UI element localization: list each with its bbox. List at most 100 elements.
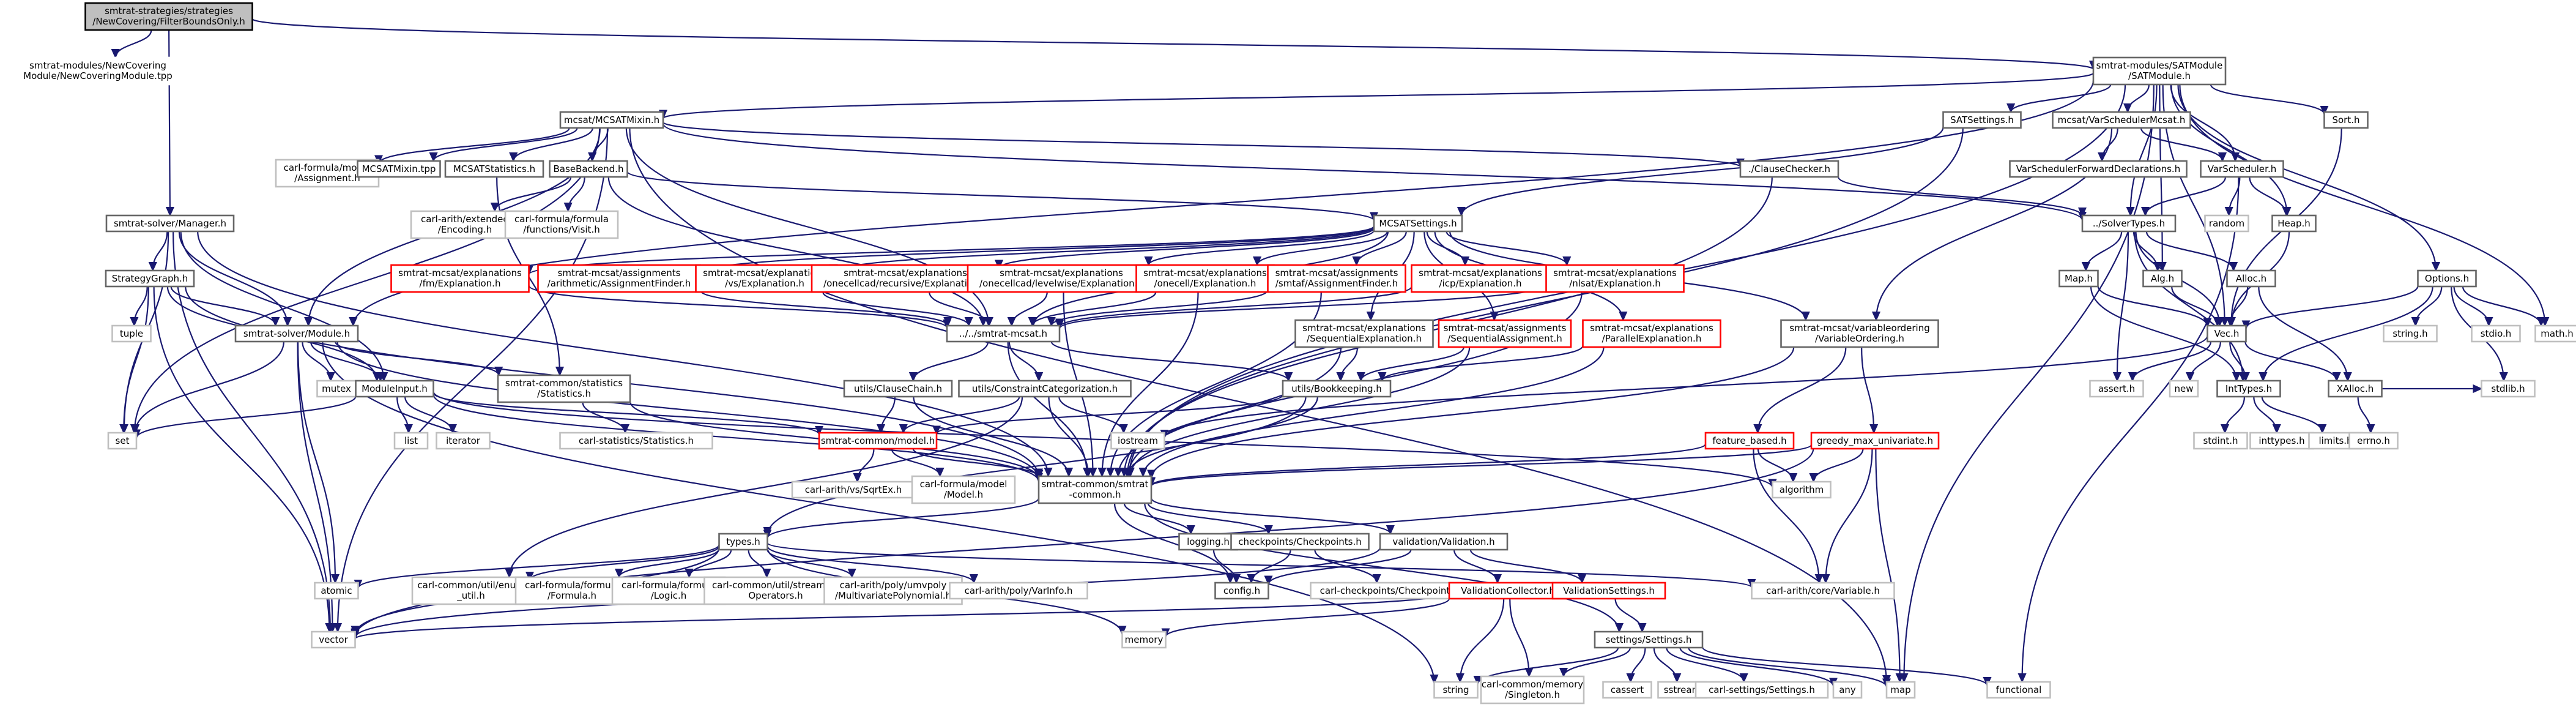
graph-node[interactable]: Sort.h	[2323, 111, 2369, 129]
node-label: ValidationCollector.h	[1461, 585, 1555, 596]
dependency-edge	[2097, 285, 2208, 327]
node-label: smtrat-mcsat/explanations	[1553, 267, 1677, 279]
graph-node: carl-formula/formula/Formula.h	[514, 576, 629, 605]
graph-node: stdint.h	[2193, 432, 2248, 450]
graph-node[interactable]: smtrat-mcsat/assignments/smtaf/Assignmen…	[1267, 264, 1406, 293]
graph-node[interactable]: BaseBackend.h	[549, 160, 628, 178]
dependency-edge	[858, 448, 875, 482]
graph-node[interactable]: XAlloc.h	[2328, 380, 2383, 398]
node-label: smtrat-modules/NewCovering	[29, 60, 166, 71]
node-label: /arithmetic/AssignmentFinder.h	[547, 278, 691, 289]
graph-node[interactable]: IntTypes.h	[2216, 380, 2281, 398]
node-label: smtrat-mcsat/explanations	[398, 267, 522, 279]
dependency-edge	[2261, 396, 2323, 433]
node-box	[2058, 269, 2099, 288]
dependency-edge	[2210, 84, 2325, 114]
graph-node[interactable]: Alloc.h	[2226, 269, 2276, 288]
graph-node[interactable]: Vec.h	[2207, 324, 2247, 343]
dependency-edge	[297, 341, 333, 632]
dependency-edge	[396, 396, 409, 433]
graph-node[interactable]: smtrat-common/statistics/Statistics.h	[497, 374, 631, 403]
dependency-edge	[748, 549, 767, 577]
graph-node[interactable]: types.h	[718, 533, 768, 551]
graph-node: carl-checkpoints/Checkpoints.h	[1310, 582, 1474, 600]
graph-node[interactable]: smtrat-mcsat/explanations/nlsat/Explanat…	[1545, 264, 1685, 293]
graph-node[interactable]: feature_based.h	[1704, 432, 1795, 450]
graph-node: iostream	[1110, 432, 1165, 450]
graph-node[interactable]: utils/ClauseChain.h	[843, 380, 953, 398]
graph-node[interactable]: smtrat-common/model.h	[818, 432, 938, 450]
graph-node[interactable]: MCSATSettings.h	[1373, 214, 1463, 233]
graph-node: list	[393, 432, 429, 450]
graph-node[interactable]: ModuleInput.h	[355, 380, 434, 398]
node-label: ModuleInput.h	[362, 383, 428, 394]
graph-node[interactable]: smtrat-mcsat/variableordering/VariableOr…	[1780, 319, 1939, 348]
graph-node[interactable]: smtrat-mcsat/explanations/onecellcad/lev…	[967, 264, 1156, 293]
graph-node[interactable]: utils/ConstraintCategorization.h	[958, 380, 1132, 398]
graph-node[interactable]: MCSATMixin.tpp	[357, 160, 441, 178]
graph-node[interactable]: Heap.h	[2271, 214, 2317, 233]
node-box	[2328, 380, 2383, 398]
graph-node[interactable]: smtrat-common/smtrat-common.h	[1037, 475, 1153, 504]
graph-node[interactable]: StrategyGraph.h	[105, 269, 195, 288]
node-box	[2052, 111, 2191, 129]
dependency-edge	[1060, 284, 1547, 329]
graph-node[interactable]: greedy_max_univariate.h	[1810, 432, 1940, 450]
graph-node[interactable]: VarScheduler.h	[2200, 160, 2284, 178]
graph-node[interactable]: smtrat-strategies/strategies/NewCovering…	[84, 2, 253, 31]
node-label: logging.h	[1187, 536, 1230, 547]
graph-node[interactable]: smtrat-mcsat/assignments/SequentialAssig…	[1438, 319, 1572, 348]
graph-node[interactable]: config.h	[1214, 582, 1269, 600]
dependency-edge	[1469, 549, 1582, 583]
graph-node[interactable]: settings/Settings.h	[1594, 630, 1704, 649]
node-label: /SATModule.h	[2128, 70, 2191, 81]
graph-node[interactable]: SATSettings.h	[1942, 111, 2022, 129]
graph-node[interactable]: validation/Validation.h	[1379, 533, 1509, 551]
graph-node[interactable]: smtrat-mcsat/explanations/icp/Explanatio…	[1411, 264, 1550, 293]
node-label: stdint.h	[2203, 435, 2238, 446]
node-box	[410, 210, 520, 239]
graph-node[interactable]: smtrat-solver/Module.h	[234, 324, 359, 343]
graph-node[interactable]: ValidationSettings.h	[1551, 582, 1666, 600]
graph-node[interactable]: logging.h	[1178, 533, 1238, 551]
graph-node[interactable]: ValidationCollector.h	[1448, 582, 1568, 600]
graph-node[interactable]: smtrat-modules/NewCoveringModule/NewCove…	[21, 56, 175, 86]
node-box	[2009, 160, 2188, 178]
graph-node[interactable]: smtrat-mcsat/explanations/onecell/Explan…	[1135, 264, 1275, 293]
dependency-edge	[1357, 231, 1407, 265]
graph-node[interactable]: checkpoints/Checkpoints.h	[1230, 533, 1370, 551]
graph-node: carl-arith/poly/umvpoly/MultivariatePoly…	[823, 576, 963, 605]
dependency-edge	[170, 286, 276, 326]
graph-node[interactable]: mcsat/VarSchedulerMcsat.h	[2052, 111, 2191, 129]
graph-node[interactable]: smtrat-mcsat/explanations/fm/Explanation…	[390, 264, 530, 293]
graph-node[interactable]: VarSchedulerForwardDeclarations.h	[2009, 160, 2188, 178]
node-label: /smtaf/AssignmentFinder.h	[1275, 278, 1398, 289]
dependency-edge	[134, 286, 148, 326]
node-label: smtrat-mcsat/assignments	[558, 267, 681, 279]
dependency-edge	[136, 395, 357, 438]
graph-node[interactable]: Alg.h	[2142, 269, 2183, 288]
graph-node[interactable]: Options.h	[2417, 269, 2477, 288]
graph-node[interactable]: MCSATStatistics.h	[444, 160, 544, 178]
dependency-edge	[1166, 598, 1450, 637]
graph-node[interactable]: ./ClauseChecker.h	[1739, 160, 1839, 178]
graph-node[interactable]: ../../smtrat-mcsat.h	[946, 324, 1061, 343]
node-label: iostream	[1118, 435, 1158, 446]
dependency-edge	[2263, 286, 2433, 381]
graph-node[interactable]: Map.h	[2058, 269, 2099, 288]
graph-node[interactable]: mcsat/MCSATMixin.h	[559, 111, 664, 129]
graph-node[interactable]: smtrat-mcsat/explanations/vs/Explanation…	[695, 264, 834, 293]
graph-node[interactable]: smtrat-mcsat/assignments/arithmetic/Assi…	[537, 264, 701, 293]
graph-node[interactable]: smtrat-modules/SATModule/SATModule.h	[2092, 56, 2227, 86]
dependency-edge	[1875, 448, 1899, 682]
dependency-edge	[495, 176, 572, 211]
graph-node[interactable]: smtrat-mcsat/explanations/SequentialExpl…	[1294, 319, 1434, 348]
graph-node[interactable]: utils/Bookkeeping.h	[1282, 380, 1392, 398]
node-box	[1780, 319, 1939, 348]
graph-node[interactable]: smtrat-mcsat/explanations/onecellcad/rec…	[811, 264, 1000, 293]
dependency-edge	[1212, 549, 1236, 583]
node-box	[514, 576, 629, 605]
graph-node[interactable]: smtrat-mcsat/explanations/ParallelExplan…	[1582, 319, 1721, 348]
graph-node[interactable]: ../SolverTypes.h	[2081, 214, 2177, 233]
graph-node[interactable]: smtrat-solver/Manager.h	[105, 214, 235, 233]
